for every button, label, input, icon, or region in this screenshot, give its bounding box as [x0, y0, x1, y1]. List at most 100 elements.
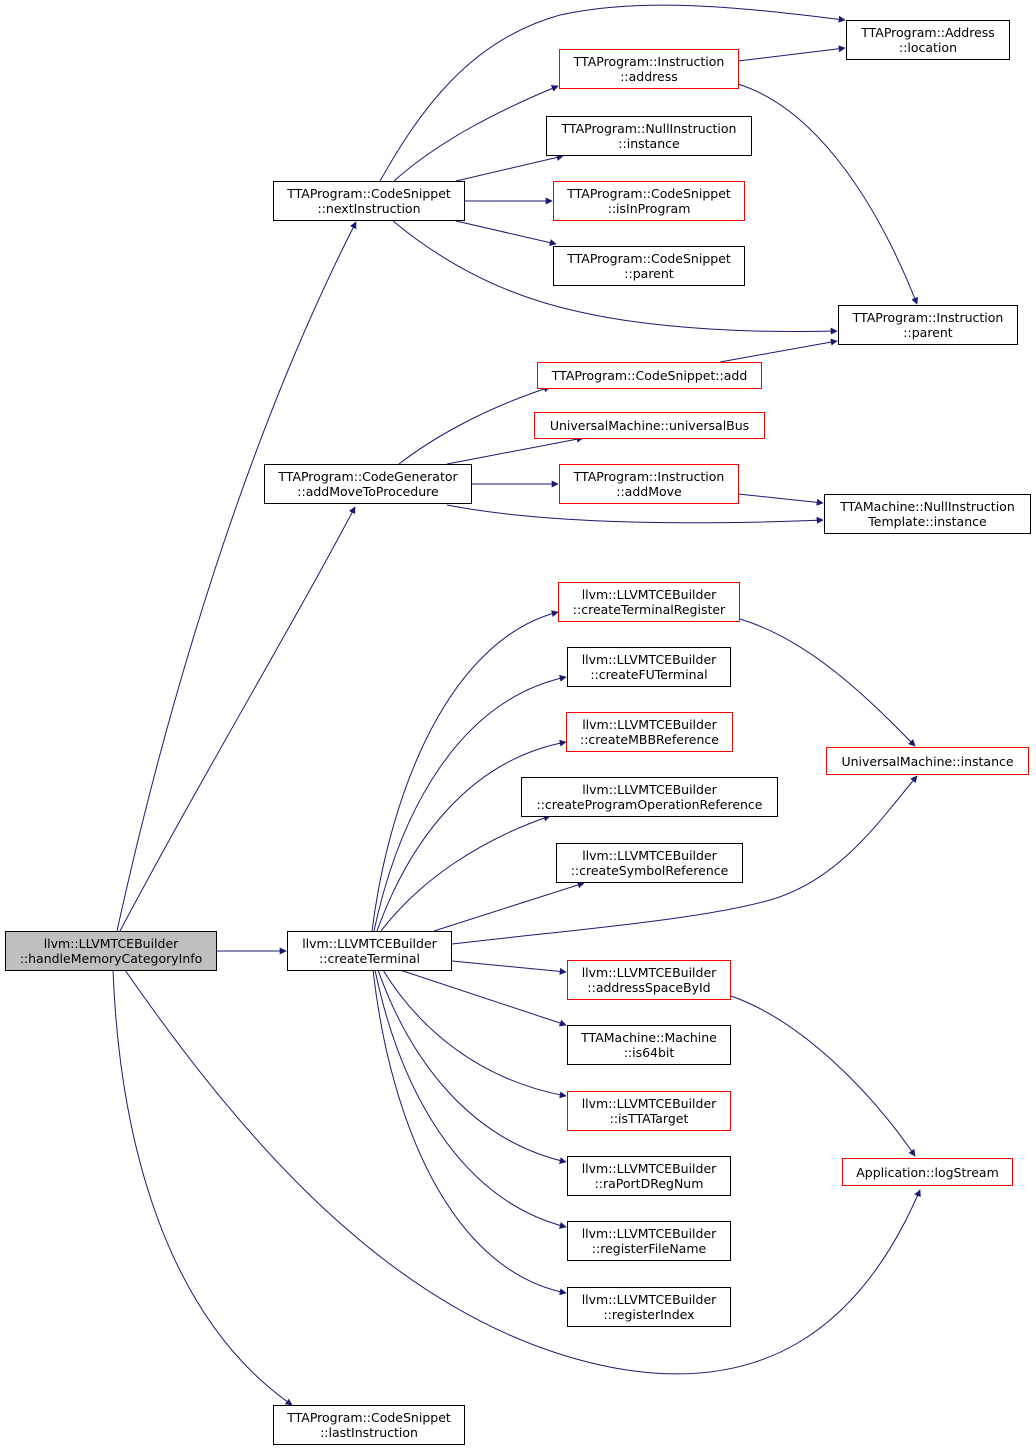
edge-instruction-address-to-instruction-parent: [737, 83, 918, 305]
edge-instruction-add-move-to-null-instruction-template: [737, 493, 824, 506]
node-register-index[interactable]: llvm::LLVMTCEBuilder ::registerIndex: [567, 1287, 731, 1327]
node-label-line2: ::parent: [624, 266, 674, 281]
node-create-mbb-reference[interactable]: llvm::LLVMTCEBuilder ::createMBBReferenc…: [566, 712, 733, 752]
node-label-line1: llvm::LLVMTCEBuilder: [302, 936, 437, 951]
edge-next-instruction-to-null-instruction-instance: [455, 154, 564, 182]
node-machine-is64bit[interactable]: TTAMachine::Machine ::is64bit: [567, 1025, 731, 1065]
node-label-line2: ::createTerminal: [319, 951, 420, 966]
root-function-node: llvm::LLVMTCEBuilder ::handleMemoryCateg…: [5, 931, 217, 971]
edge-create-terminal-to-create-terminal-register: [371, 610, 559, 932]
node-label-line1: llvm::LLVMTCEBuilder: [582, 717, 717, 732]
node-instruction-address[interactable]: TTAProgram::Instruction ::address: [559, 49, 739, 89]
node-code-snippet-next-instruction[interactable]: TTAProgram::CodeSnippet ::nextInstructio…: [273, 181, 465, 221]
node-label-line1: TTAMachine::NullInstruction: [840, 499, 1015, 514]
node-label-line1: llvm::LLVMTCEBuilder: [581, 1226, 717, 1241]
node-label-line2: ::raPortDRegNum: [594, 1176, 704, 1191]
edge-add-move-to-procedure-to-null-instruction-template: [446, 504, 824, 524]
node-label-line2: ::lastInstruction: [320, 1425, 418, 1440]
edge-add-move-to-procedure-to-universal-bus: [446, 435, 584, 465]
edge-create-terminal-to-machine-is64bit: [399, 969, 567, 1027]
node-create-program-operation-reference[interactable]: llvm::LLVMTCEBuilder ::createProgramOper…: [521, 777, 778, 817]
edge-instruction-address-to-address-location: [737, 45, 846, 62]
node-code-generator-add-move-to-procedure[interactable]: TTAProgram::CodeGenerator ::addMoveToPro…: [264, 464, 472, 504]
edge-root-to-next-instruction: [116, 221, 357, 932]
node-label-line1: TTAProgram::CodeGenerator: [278, 469, 458, 484]
node-code-snippet-parent[interactable]: TTAProgram::CodeSnippet ::parent: [553, 246, 745, 286]
edge-create-terminal-to-register-index: [372, 969, 567, 1296]
node-label-line2: ::location: [898, 40, 958, 55]
node-application-log-stream[interactable]: Application::logStream: [842, 1158, 1013, 1186]
node-is-tta-target[interactable]: llvm::LLVMTCEBuilder ::isTTATarget: [567, 1091, 731, 1131]
node-address-space-by-id[interactable]: llvm::LLVMTCEBuilder ::addressSpaceById: [567, 960, 731, 1000]
node-label-line2: ::instance: [618, 136, 680, 151]
node-label-line1: llvm::LLVMTCEBuilder: [581, 1292, 717, 1307]
node-label-line2: ::addMoveToProcedure: [297, 484, 439, 499]
edge-create-terminal-to-ra-port-dreg-num: [377, 969, 567, 1164]
edge-create-terminal-register-to-universal-machine-instance: [739, 618, 916, 747]
edge-root-to-log-stream: [124, 969, 921, 1375]
edge-next-instruction-to-instruction-parent: [392, 220, 838, 335]
edge-root-to-last-instruction: [112, 969, 293, 1406]
node-code-snippet-last-instruction[interactable]: TTAProgram::CodeSnippet ::lastInstructio…: [273, 1405, 465, 1445]
node-label-line1: TTAProgram::CodeSnippet::add: [551, 368, 748, 383]
node-label-line1: llvm::LLVMTCEBuilder: [582, 848, 717, 863]
edge-next-instruction-to-address-location: [379, 4, 846, 182]
edge-create-terminal-to-create-fu-terminal: [373, 674, 567, 932]
node-instruction-add-move[interactable]: TTAProgram::Instruction ::addMove: [559, 464, 739, 504]
node-label-line2: ::parent: [903, 325, 953, 340]
edge-create-terminal-to-create-program-operation-reference: [380, 814, 551, 932]
node-label-line2: ::createMBBReference: [580, 732, 719, 747]
node-label-line2: ::createProgramOperationReference: [536, 797, 763, 812]
node-label-line2: ::nextInstruction: [317, 201, 421, 216]
node-label-line2: ::createSymbolReference: [570, 863, 729, 878]
node-instruction-parent[interactable]: TTAProgram::Instruction ::parent: [838, 305, 1018, 345]
node-label-line1: TTAProgram::Address: [861, 25, 995, 40]
node-label-line1: UniversalMachine::instance: [841, 753, 1014, 769]
node-label-line1: llvm::LLVMTCEBuilder: [581, 965, 717, 980]
edge-root-to-add-move-to-procedure: [119, 506, 356, 932]
node-label-line1: TTAMachine::Machine: [581, 1030, 717, 1045]
node-register-file-name[interactable]: llvm::LLVMTCEBuilder ::registerFileName: [567, 1221, 731, 1261]
node-null-instruction-template-instance[interactable]: TTAMachine::NullInstruction Template::in…: [824, 494, 1031, 534]
edge-create-terminal-to-create-symbol-reference: [433, 881, 585, 932]
node-label-line2: ::addMove: [616, 484, 682, 499]
node-label-line1: llvm::LLVMTCEBuilder: [581, 1096, 717, 1111]
node-label-line1: TTAProgram::Instruction: [852, 310, 1004, 325]
node-label-line1: TTAProgram::CodeSnippet: [287, 186, 451, 201]
node-label-line2: ::createFUTerminal: [590, 667, 708, 682]
node-label-line2: ::is64bit: [623, 1045, 675, 1060]
node-label-line1: Application::logStream: [856, 1164, 999, 1180]
node-label-line1: TTAProgram::CodeSnippet: [287, 1410, 451, 1425]
node-label-line2: ::registerFileName: [591, 1241, 707, 1256]
node-universal-machine-instance[interactable]: UniversalMachine::instance: [826, 747, 1029, 775]
edge-add-move-to-procedure-to-code-snippet-add: [398, 385, 551, 465]
node-create-fu-terminal[interactable]: llvm::LLVMTCEBuilder ::createFUTerminal: [567, 647, 731, 687]
node-label-line1: llvm::LLVMTCEBuilder: [581, 1161, 717, 1176]
node-label-line2: ::addressSpaceById: [587, 980, 711, 995]
node-null-instruction-instance[interactable]: TTAProgram::NullInstruction ::instance: [546, 116, 752, 156]
node-address-location[interactable]: TTAProgram::Address ::location: [846, 20, 1010, 60]
node-universal-bus[interactable]: UniversalMachine::universalBus: [534, 412, 765, 439]
edge-create-terminal-to-is-tta-target: [382, 969, 567, 1099]
node-label-line1: UniversalMachine::universalBus: [549, 418, 750, 433]
edge-create-terminal-to-register-file-name: [374, 969, 567, 1229]
node-label-line1: llvm::LLVMTCEBuilder: [43, 936, 179, 951]
node-label-line1: TTAProgram::Instruction: [573, 54, 725, 69]
node-label-line2: ::handleMemoryCategoryInfo: [19, 951, 203, 966]
node-create-terminal[interactable]: llvm::LLVMTCEBuilder ::createTerminal: [287, 931, 452, 971]
node-code-snippet-add[interactable]: TTAProgram::CodeSnippet::add: [537, 362, 762, 389]
edge-create-terminal-to-universal-machine-instance: [451, 775, 918, 945]
node-ra-port-dreg-num[interactable]: llvm::LLVMTCEBuilder ::raPortDRegNum: [567, 1156, 731, 1196]
node-label-line1: TTAProgram::CodeSnippet: [567, 186, 731, 201]
node-label-line1: TTAProgram::CodeSnippet: [567, 251, 731, 266]
edge-address-space-by-id-to-log-stream: [730, 995, 916, 1157]
node-label-line2: ::address: [620, 69, 678, 84]
node-create-symbol-reference[interactable]: llvm::LLVMTCEBuilder ::createSymbolRefer…: [556, 843, 743, 883]
node-code-snippet-is-in-program[interactable]: TTAProgram::CodeSnippet ::isInProgram: [553, 181, 745, 221]
node-label-line2: Template::instance: [868, 514, 987, 529]
node-label-line2: ::registerIndex: [603, 1307, 695, 1322]
node-create-terminal-register[interactable]: llvm::LLVMTCEBuilder ::createTerminalReg…: [558, 582, 740, 622]
node-label-line1: llvm::LLVMTCEBuilder: [581, 652, 717, 667]
